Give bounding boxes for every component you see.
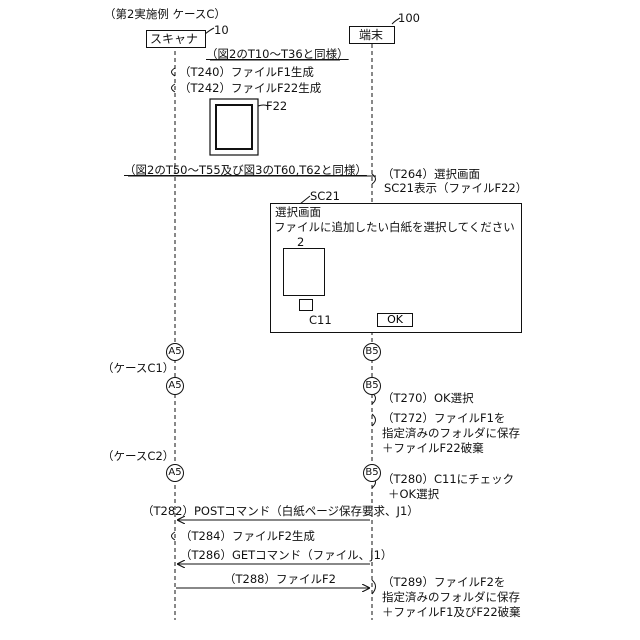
scanner-actor-box: スキャナ <box>146 30 206 48</box>
terminal-ref-number: 100 <box>398 12 420 25</box>
message-t288: （T288）ファイルF2 <box>224 573 336 586</box>
connector-b5-2: B5 <box>363 377 381 395</box>
checkbox-c11-label: C11 <box>309 314 332 327</box>
t240-self-loop <box>172 68 176 76</box>
note-same-as-fig2-a: （図2のT10〜T36と同様） <box>206 48 349 61</box>
screen-title: 選択画面 <box>275 206 321 219</box>
connector-a5-1: A5 <box>166 343 184 361</box>
step-t264-line2: SC21表示（ファイルF22） <box>384 182 527 195</box>
connector-a5-2: A5 <box>166 377 184 395</box>
scanner-actor-label: スキャナ <box>150 32 198 46</box>
case-title: （第2実施例 ケースC） <box>104 8 226 21</box>
screen-ref-label: SC21 <box>310 190 340 203</box>
scanner-ref-leader <box>205 28 214 34</box>
terminal-actor-box: 端末 <box>349 26 395 44</box>
step-t289-line1: （T289）ファイルF2を <box>382 576 505 589</box>
checkbox-c11[interactable] <box>299 299 313 311</box>
blank-page-thumbnail[interactable] <box>283 248 325 296</box>
step-t240: （T240）ファイルF1生成 <box>179 66 314 79</box>
step-t289-line2: 指定済みのフォルダに保存 <box>382 591 520 604</box>
connector-b5-1: B5 <box>363 343 381 361</box>
screen-message: ファイルに追加したい白紙を選択してください <box>274 221 515 234</box>
step-t272-line1: （T272）ファイルF1を <box>382 412 505 425</box>
case-c1-label: （ケースC1） <box>102 362 174 375</box>
step-t280-line2: ＋OK選択 <box>388 488 439 501</box>
note-same-as-fig2-3: （図2のT50〜T55及び図3のT60,T62と同様） <box>124 164 367 177</box>
t272-self-loop <box>372 414 376 426</box>
t242-self-loop <box>172 84 176 92</box>
terminal-actor-label: 端末 <box>359 28 383 42</box>
ok-button[interactable]: OK <box>377 313 413 327</box>
message-t286: （T286）GETコマンド（ファイル、J1） <box>180 549 392 562</box>
connector-b5-3: B5 <box>363 464 381 482</box>
step-t242: （T242）ファイルF22生成 <box>179 82 321 95</box>
step-t272-line3: ＋ファイルF22破棄 <box>382 442 484 455</box>
case-c2-label: （ケースC2） <box>102 450 174 463</box>
step-t289-line3: ＋ファイルF1及びF22破棄 <box>382 606 521 619</box>
scanner-ref-number: 10 <box>214 24 229 37</box>
step-t272-line2: 指定済みのフォルダに保存 <box>382 427 520 440</box>
f22-label: F22 <box>266 100 287 113</box>
step-t284: （T284）ファイルF2生成 <box>180 530 315 543</box>
message-t282: （T282）POSTコマンド（白紙ページ保存要求、J1） <box>142 505 419 518</box>
step-t270: （T270）OK選択 <box>382 392 474 405</box>
t284-self-loop <box>172 532 176 540</box>
t289-self-loop <box>372 580 376 594</box>
selection-screen-sc21: 選択画面 ファイルに追加したい白紙を選択してください 2 C11 OK <box>270 203 522 333</box>
file-f22-page-icon <box>216 105 252 149</box>
connector-a5-3: A5 <box>166 464 184 482</box>
step-t264-line1: （T264）選択画面 <box>382 168 480 181</box>
step-t280-line1: （T280）C11にチェック <box>382 473 514 486</box>
